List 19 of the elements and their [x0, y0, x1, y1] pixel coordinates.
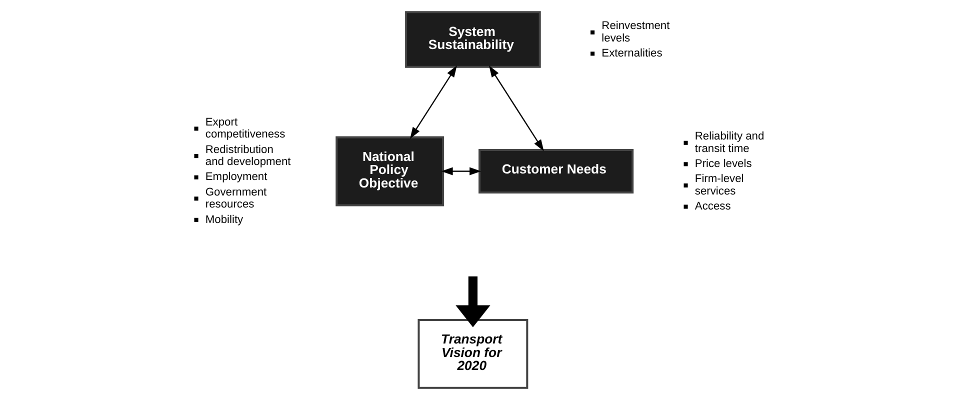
node-label: Government resources — [205, 186, 267, 211]
node-label: Access — [694, 200, 731, 213]
node-label: Reinvestment levels — [602, 20, 670, 44]
arrow — [456, 276, 490, 328]
node-label: Employment — [205, 171, 268, 184]
node-box: Transport Vision for 2020 — [418, 318, 528, 389]
node-label: Externalities — [602, 48, 662, 60]
arrow — [488, 66, 544, 152]
node-label: Firm-level services — [694, 173, 744, 198]
node-box: System Sustainability — [405, 11, 541, 68]
node-box: National Policy Objective — [336, 136, 444, 206]
node-label: Mobility — [205, 214, 244, 226]
arrow — [441, 167, 482, 176]
node-box: Customer Needs — [478, 148, 634, 194]
node-label: Export competitiveness — [205, 116, 286, 141]
node-label: Redistribution and development — [205, 144, 291, 168]
arrow — [410, 66, 457, 139]
node-label: Reliability and transit time — [694, 130, 764, 155]
node-label: Price levels — [694, 158, 752, 170]
